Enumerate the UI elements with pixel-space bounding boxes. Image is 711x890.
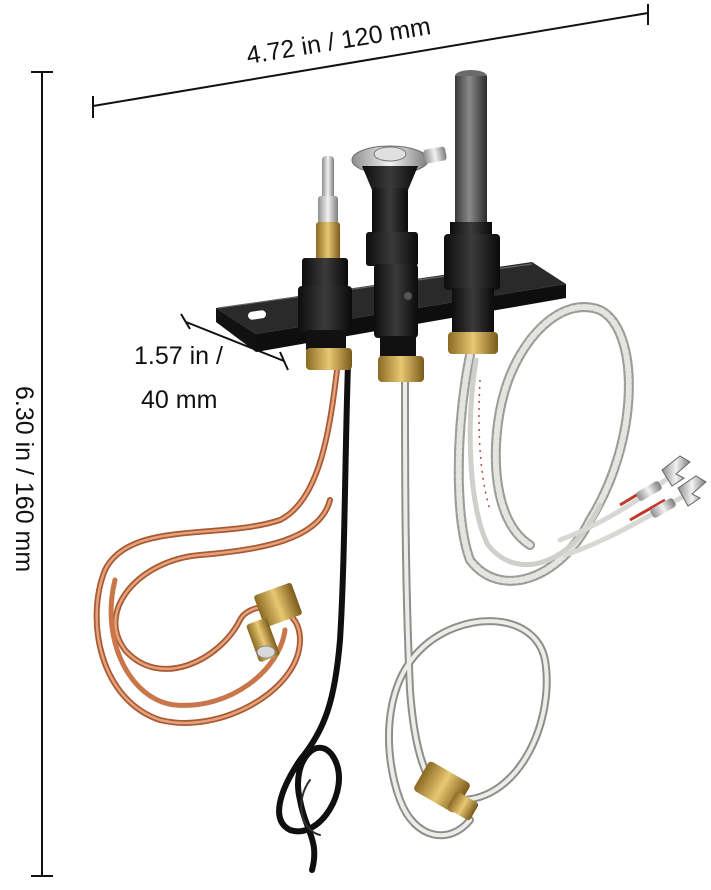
- height-dimension-line: [31, 71, 53, 877]
- silver-cable: [384, 376, 551, 840]
- pilot-hood-left: [298, 156, 352, 370]
- spade-terminals: [636, 455, 707, 518]
- height-dimension-label: 6.30 in / 160 mm: [10, 386, 38, 572]
- silver-cable-fitting: [414, 761, 479, 821]
- electrode-rod-right: [444, 70, 500, 354]
- width-dimension-line: [92, 4, 649, 118]
- depth-dimension-label-line2: 40 mm: [141, 386, 217, 414]
- copper-tube: [93, 359, 341, 726]
- depth-dimension-label-line1: 1.57 in /: [134, 342, 223, 370]
- width-dimension-label: 4.72 in / 120 mm: [244, 12, 432, 70]
- copper-fitting: [246, 583, 302, 662]
- pilot-burner-center: [351, 145, 447, 382]
- black-wire: [276, 362, 351, 873]
- depth-dimension-line: [180, 313, 289, 371]
